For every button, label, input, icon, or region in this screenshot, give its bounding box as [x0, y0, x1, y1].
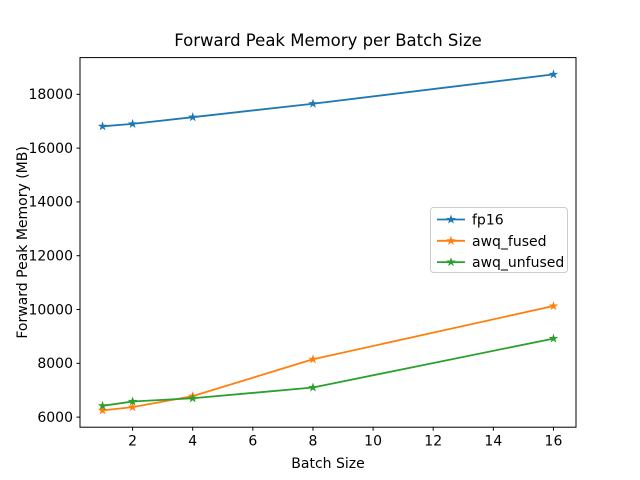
legend-marker-icon	[446, 235, 456, 245]
y-tick-label: 16000	[28, 141, 73, 157]
x-axis-label: Batch Size	[291, 456, 364, 472]
series-layer	[97, 69, 559, 415]
x-tick-label: 4	[188, 434, 197, 450]
x-tick-label: 10	[364, 434, 382, 450]
data-point-marker-fp16	[548, 69, 559, 79]
data-point-marker-awq_unfused	[308, 382, 318, 392]
legend-marker-icon	[446, 257, 456, 267]
axis-ticks-layer: 2 4 6 8 10 12 14 16 6000 8000 10000 12000 14000 16000…	[28, 87, 562, 450]
data-point-marker-fp16	[127, 118, 138, 128]
legend-marker-icon	[446, 214, 456, 224]
y-tick-label: 14000	[28, 195, 73, 211]
data-point-marker-awq_fused	[308, 354, 318, 364]
chart-title: Forward Peak Memory per Batch Size	[174, 31, 482, 50]
legend-label: awq_fused	[472, 234, 547, 250]
data-point-marker-awq_fused	[127, 402, 138, 412]
data-point-marker-awq_fused	[548, 301, 559, 311]
data-point-marker-awq_fused	[97, 405, 108, 415]
y-tick-label: 10000	[28, 302, 73, 318]
x-tick-label: 16	[545, 434, 563, 450]
data-point-marker-awq_unfused	[97, 400, 108, 410]
legend-box	[430, 207, 568, 273]
x-tick-label: 2	[128, 434, 137, 450]
x-tick-label: 6	[248, 434, 257, 450]
legend: fp16 awq_fused awq_unfused	[430, 207, 568, 273]
data-point-marker-fp16	[97, 121, 108, 131]
y-tick-label: 18000	[28, 87, 73, 103]
y-tick-label: 12000	[28, 249, 73, 265]
x-tick-label: 8	[309, 434, 318, 450]
x-tick-label: 12	[424, 434, 442, 450]
data-point-marker-awq_unfused	[548, 333, 559, 343]
legend-label: awq_unfused	[472, 255, 564, 271]
data-point-marker-fp16	[187, 112, 198, 122]
data-point-marker-fp16	[308, 98, 318, 108]
y-tick-label: 6000	[37, 410, 73, 426]
plot-area-frame	[79, 57, 577, 428]
x-tick-label: 14	[484, 434, 502, 450]
data-point-marker-awq_unfused	[187, 393, 198, 403]
legend-label: fp16	[472, 213, 504, 229]
y-axis-label: Forward Peak Memory (MB)	[15, 146, 31, 338]
y-tick-label: 8000	[37, 356, 73, 372]
data-point-marker-awq_unfused	[127, 396, 138, 406]
